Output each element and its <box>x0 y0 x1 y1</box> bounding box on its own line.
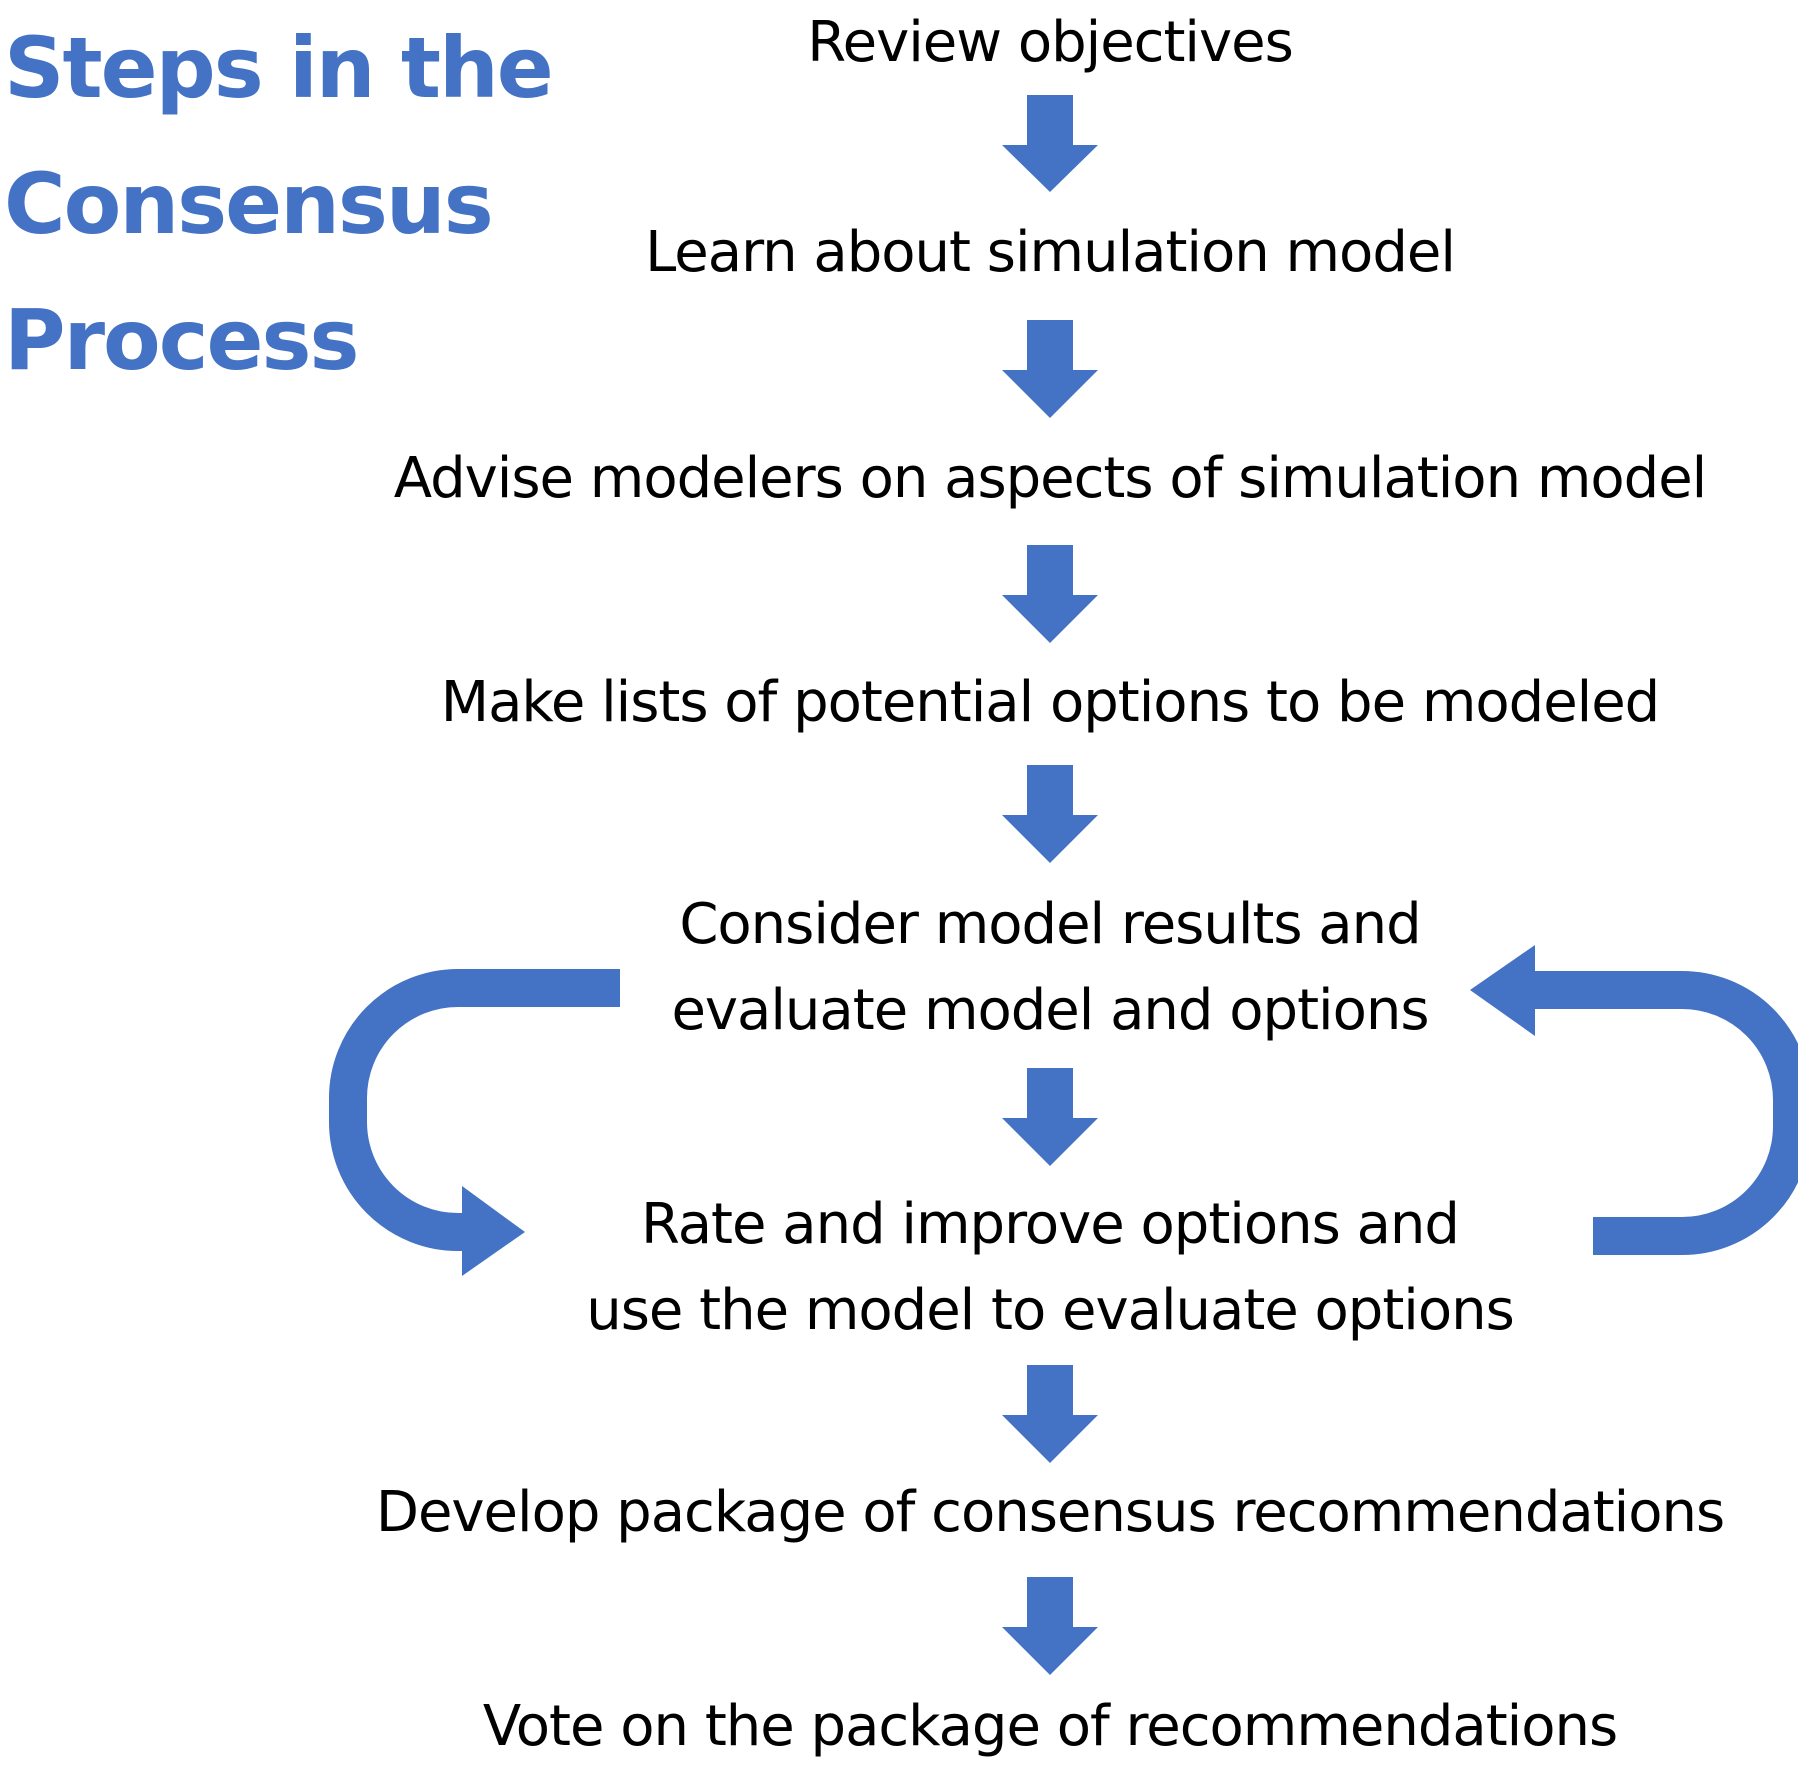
title-line-2: Consensus <box>4 155 494 253</box>
step-5-text-line-1: Consider model results and <box>679 892 1421 957</box>
step-2-text: Learn about simulation model <box>645 220 1456 285</box>
down-arrow-icon <box>1002 1365 1098 1463</box>
step-4-text: Make lists of potential options to be mo… <box>440 670 1660 735</box>
step-5-text-line-2: evaluate model and options <box>671 978 1429 1043</box>
down-arrow-icon <box>1002 1577 1098 1675</box>
left-loop-arrow-body <box>329 969 620 1251</box>
down-arrow-icon <box>1002 1068 1098 1166</box>
step-consider-results: Consider model results and evaluate mode… <box>300 882 1798 1054</box>
step-learn-model: Learn about simulation model <box>300 210 1798 296</box>
down-arrows <box>1002 95 1098 1675</box>
step-advise-modelers: Advise modelers on aspects of simulation… <box>300 436 1798 522</box>
right-arrowhead-icon <box>462 1186 525 1276</box>
down-arrow-icon <box>1002 95 1098 192</box>
down-arrow-icon <box>1002 320 1098 418</box>
title-line-3: Process <box>4 291 359 389</box>
step-1-text: Review objectives <box>807 10 1294 75</box>
step-review-objectives: Review objectives <box>300 0 1798 86</box>
step-vote: Vote on the package of recommendations <box>300 1684 1798 1770</box>
left-arrowhead-icon <box>1470 945 1535 1036</box>
step-6-text-line-2: use the model to evaluate options <box>586 1278 1515 1343</box>
step-develop-package: Develop package of consensus recommendat… <box>300 1470 1798 1556</box>
step-rate-improve: Rate and improve options and use the mod… <box>300 1182 1798 1354</box>
step-7-text: Develop package of consensus recommendat… <box>375 1480 1725 1545</box>
right-loop-arrow <box>1470 945 1798 1255</box>
left-loop-arrow <box>329 969 620 1276</box>
title-line-1: Steps in the <box>4 19 554 117</box>
diagram-title: Steps in the Consensus Process <box>4 0 554 408</box>
down-arrow-icon <box>1002 545 1098 643</box>
step-3-text: Advise modelers on aspects of simulation… <box>393 446 1707 511</box>
step-8-text: Vote on the package of recommendations <box>482 1694 1618 1759</box>
down-arrow-icon <box>1002 765 1098 863</box>
step-6-text-line-1: Rate and improve options and <box>641 1192 1460 1257</box>
right-loop-arrow-body <box>1525 971 1798 1255</box>
step-make-lists: Make lists of potential options to be mo… <box>300 660 1798 746</box>
